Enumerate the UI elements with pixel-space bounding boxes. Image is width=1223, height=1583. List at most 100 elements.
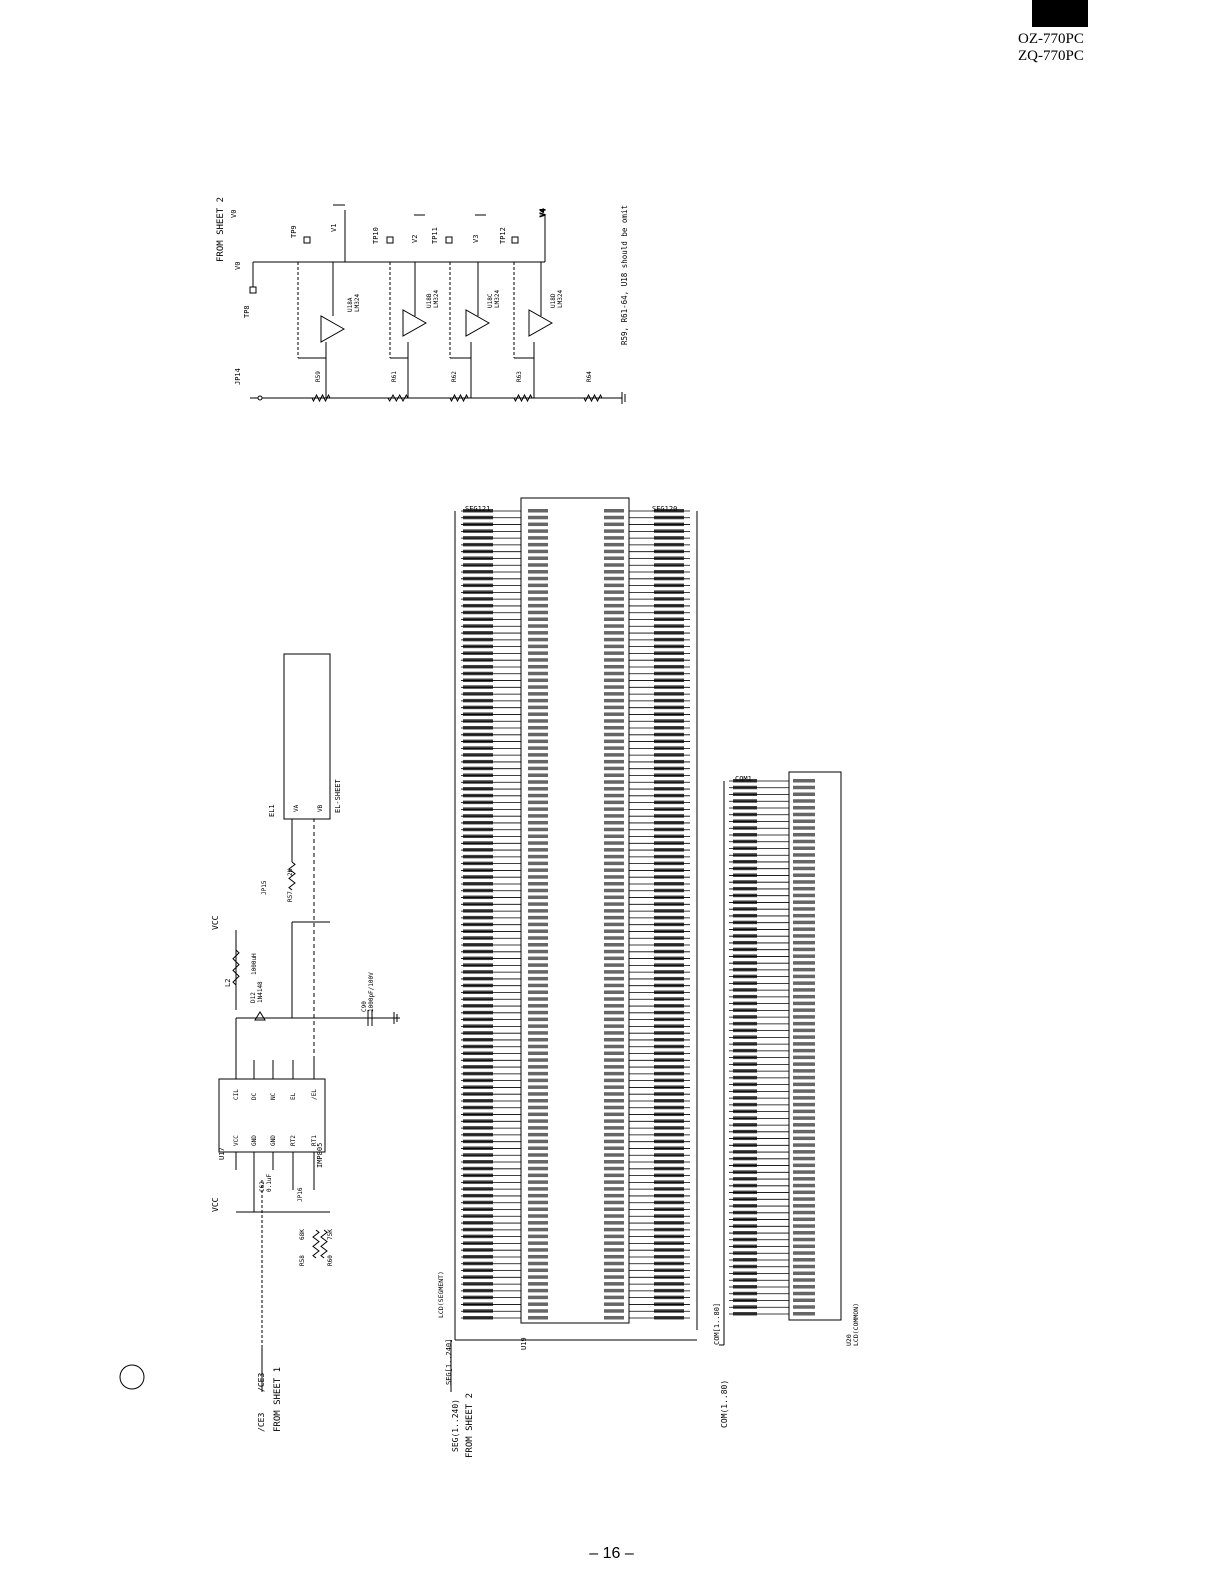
segment-left-net-label xyxy=(463,1207,493,1211)
l2-inductor-symbol xyxy=(232,949,240,986)
segment-left-pin-number xyxy=(528,997,548,1001)
segment-left-net-label xyxy=(463,617,493,622)
segment-right-net-label xyxy=(654,1119,684,1123)
segment-left-net-label xyxy=(463,868,493,872)
common-net-label xyxy=(733,1123,757,1127)
segment-right-pin-number xyxy=(604,610,624,615)
u17-pin-label: RT2 xyxy=(290,1135,297,1146)
common-pin-number xyxy=(793,1217,815,1222)
common-pin-number xyxy=(793,893,815,898)
segment-right-pin-number xyxy=(604,1132,624,1137)
segment-right-net-label xyxy=(654,895,684,900)
segment-left-net-label xyxy=(463,529,493,533)
segment-right-net-label xyxy=(654,976,684,981)
segment-right-net-label xyxy=(654,1146,684,1150)
segment-left-net-label xyxy=(463,943,493,947)
segment-left-net-label xyxy=(463,1037,493,1042)
segment-left-pin-number xyxy=(528,787,548,791)
opamp-u18a-ref: U18A xyxy=(347,297,354,312)
common-pin-number xyxy=(793,1001,815,1006)
segment-left-net-label xyxy=(463,1031,493,1035)
segment-right-net-label xyxy=(654,651,684,655)
opamp-u18d-ref: U18D xyxy=(550,293,557,308)
segment-right-net-label xyxy=(654,529,684,533)
common-pin-number xyxy=(793,1015,815,1019)
segment-left-net-label xyxy=(463,556,493,560)
segment-right-net-label xyxy=(654,807,684,811)
segment-left-net-label xyxy=(463,603,493,608)
segment-left-net-label xyxy=(463,929,493,933)
common-pin-number xyxy=(793,974,815,979)
from-sheet-2-top-label: FROM SHEET 2 xyxy=(216,197,226,262)
segment-right-net-label xyxy=(654,522,684,527)
segment-right-pin-number xyxy=(604,1200,624,1205)
v4-label: V4 xyxy=(539,209,547,217)
segment-right-pin-number xyxy=(604,1031,624,1035)
seg120-label: SEG120 xyxy=(652,505,677,513)
common-net-label xyxy=(733,839,757,844)
common-net-label xyxy=(733,940,757,945)
common-pin-number xyxy=(793,1231,815,1235)
segment-left-net-label xyxy=(463,1160,493,1164)
common-net-label xyxy=(733,1055,757,1060)
segment-left-pin-number xyxy=(528,949,548,954)
segment-left-pin-number xyxy=(528,868,548,872)
segment-left-net-label xyxy=(463,739,493,744)
corner-tab-marker xyxy=(1032,0,1088,27)
segment-left-net-label xyxy=(463,536,493,540)
segment-right-pin-number xyxy=(604,1309,624,1313)
jp15-label: JP15 xyxy=(261,880,268,895)
segment-right-pin-number xyxy=(604,671,624,676)
com-bus-label: COM(1..80) xyxy=(720,1380,729,1428)
segment-left-pin-number xyxy=(528,658,548,662)
segment-right-pin-number xyxy=(604,1221,624,1225)
segment-left-net-label xyxy=(463,1214,493,1218)
common-net-label xyxy=(733,1062,757,1066)
segment-left-net-label xyxy=(463,1098,493,1103)
common-net-label xyxy=(733,799,757,803)
segment-left-pin-number xyxy=(528,1282,548,1286)
common-net-label xyxy=(733,1217,757,1222)
tp9-marker xyxy=(303,236,311,244)
segment-right-net-label xyxy=(654,875,684,879)
segment-left-net-label xyxy=(463,1193,493,1198)
segment-left-net-label xyxy=(463,1092,493,1096)
segment-left-net-label xyxy=(463,563,493,567)
el1-pin-vb: VB xyxy=(317,804,324,812)
segment-right-pin-number xyxy=(604,1010,624,1015)
segment-right-net-label xyxy=(654,1092,684,1096)
segment-right-net-label xyxy=(654,1214,684,1218)
segment-right-net-label xyxy=(654,902,684,906)
segment-right-net-label xyxy=(654,861,684,866)
segment-left-pin-number xyxy=(528,1268,548,1273)
segment-left-pin-number xyxy=(528,610,548,615)
segment-right-net-label xyxy=(654,515,684,520)
segment-right-net-label xyxy=(654,834,684,839)
segment-left-pin-number xyxy=(528,1051,548,1056)
segment-left-pin-number xyxy=(528,759,548,764)
segment-right-net-label xyxy=(654,705,684,710)
segment-left-pin-number xyxy=(528,793,548,798)
segment-right-pin-number xyxy=(604,1248,624,1252)
segment-right-pin-number xyxy=(604,949,624,954)
from-sheet-2-bottom-label: FROM SHEET 2 xyxy=(465,1393,475,1458)
segment-right-pin-number xyxy=(604,1153,624,1157)
common-pin-number xyxy=(793,967,815,972)
common-net-label xyxy=(733,961,757,965)
segment-left-net-label xyxy=(463,1010,493,1015)
segment-right-pin-number xyxy=(604,1098,624,1103)
r57-symbol xyxy=(288,861,296,891)
segment-left-net-label xyxy=(463,1227,493,1232)
opamp-u18a-part: LM324 xyxy=(354,294,361,312)
segment-right-net-label xyxy=(654,732,684,737)
common-net-label xyxy=(733,1163,757,1168)
segment-left-pin-number xyxy=(528,1234,548,1239)
segment-left-pin-number xyxy=(528,1024,548,1028)
jp16-label: JP16 xyxy=(297,1187,304,1202)
common-pin-number xyxy=(793,988,815,992)
common-net-label xyxy=(733,1035,757,1039)
r60-symbol xyxy=(320,1229,328,1259)
segment-left-net-label xyxy=(463,1241,493,1245)
common-pin-number xyxy=(793,785,815,790)
segment-right-pin-number xyxy=(604,814,624,818)
